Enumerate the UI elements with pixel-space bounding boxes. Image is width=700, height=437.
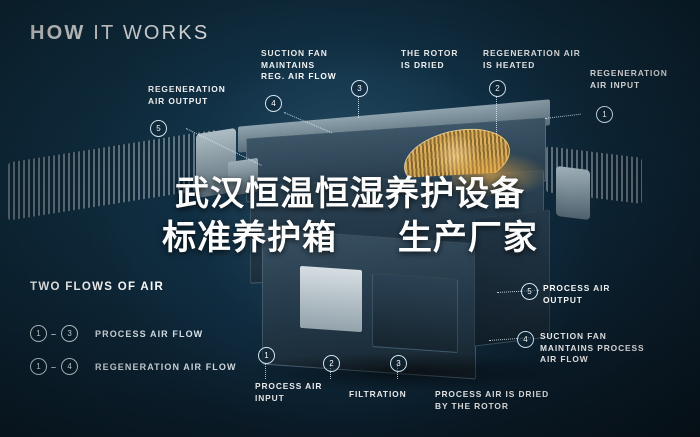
marker-suction-fan-reg: 4 (265, 95, 282, 112)
marker-regeneration-air-heated: 2 (489, 80, 506, 97)
legend-title: TWO FLOWS OF AIR (30, 281, 165, 293)
marker-suction-fan-process: 4 (517, 331, 534, 348)
callout-regeneration-air-is-heated: REGENERATION AIR IS HEATED (483, 48, 581, 70)
marker-regeneration-air-input: 1 (596, 106, 613, 123)
heater-glow (452, 152, 548, 198)
watermark-line-1: 武汉恒温恒湿养护设备 (175, 174, 525, 214)
legend-marker-from: 1 (30, 325, 47, 342)
leader-line-8 (265, 363, 266, 379)
legend-row-regeneration: 1 – 4 REGENERATION AIR FLOW (30, 358, 237, 375)
marker-regeneration-air-output: 5 (150, 120, 167, 137)
legend-label-regeneration: REGENERATION AIR FLOW (95, 361, 237, 372)
legend-marker-to: 4 (61, 358, 79, 375)
callout-suction-fan-reg: SUCTION FAN MAINTAINS REG. AIR FLOW (261, 48, 337, 81)
watermark-line-2: 标准养护箱 生产厂家 (162, 218, 538, 258)
cabinet-panel-light (300, 265, 362, 333)
marker-process-air-input: 1 (258, 347, 275, 364)
leader-line-4 (496, 96, 497, 134)
callout-regeneration-air-input: REGENERATION AIR INPUT (590, 68, 668, 90)
callout-suction-fan-process: SUCTION FAN MAINTAINS PROCESS AIR FLOW (540, 331, 645, 364)
legend-pair-regeneration: 1 – 4 (30, 358, 88, 375)
legend-dash: – (51, 328, 58, 339)
page-title: HOW IT WORKS (30, 22, 209, 45)
legend-marker-from: 1 (30, 358, 47, 375)
marker-rotor-dried: 3 (351, 80, 368, 97)
leader-line-3 (358, 96, 359, 118)
callout-filtration: FILTRATION (349, 389, 407, 399)
cabinet-panel-dark (372, 272, 458, 354)
callout-process-air-dried: PROCESS AIR IS DRIED BY THE ROTOR (435, 389, 550, 411)
callout-regeneration-air-output: REGENERATION AIR OUTPUT (148, 84, 226, 106)
page-title-rest: IT WORKS (93, 22, 210, 44)
marker-process-air-output: 5 (521, 283, 538, 300)
callout-process-air-input: PROCESS AIR INPUT (255, 381, 323, 403)
callout-the-rotor-is-dried: THE ROTOR IS DRIED (401, 48, 459, 70)
callout-process-air-output: PROCESS AIR OUTPUT (543, 283, 611, 305)
legend-row-process: 1 – 3 PROCESS AIR FLOW (30, 325, 203, 342)
watermark: 武汉恒温恒湿养护设备 标准养护箱 生产厂家 (0, 172, 700, 260)
legend-marker-to: 3 (61, 325, 79, 342)
marker-process-air-dried: 3 (390, 355, 407, 372)
legend-label-process: PROCESS AIR FLOW (95, 328, 204, 339)
legend-pair-process: 1 – 3 (30, 325, 88, 342)
page-title-bold: HOW (30, 22, 86, 44)
legend-dash: – (51, 361, 58, 372)
marker-filtration: 2 (323, 355, 340, 372)
